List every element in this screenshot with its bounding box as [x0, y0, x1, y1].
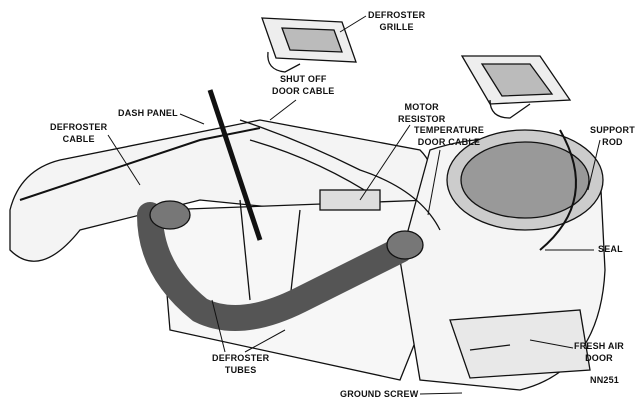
label-fresh-air-door: FRESH AIR DOOR	[574, 340, 624, 364]
label-line: SUPPORT	[590, 125, 635, 135]
label-defroster-tubes: DEFROSTER TUBES	[212, 352, 269, 376]
defroster-tube-left	[137, 200, 424, 331]
label-line: ROD	[602, 137, 623, 147]
label-line: DEFROSTER	[368, 10, 426, 20]
label-line: TEMPERATURE	[414, 125, 485, 135]
label-line: SHUT OFF	[279, 74, 327, 84]
defroster-grille-right	[460, 55, 572, 119]
label-line: DEFROSTER	[212, 353, 270, 363]
label-defroster-grille: DEFROSTER GRILLE	[368, 9, 425, 33]
label-defroster-cable: DEFROSTER CABLE	[50, 121, 107, 145]
label-line: DOOR CABLE	[417, 137, 481, 147]
label-seal: SEAL	[598, 244, 623, 254]
label-shut-off-door-cable: SHUT OFF DOOR CABLE	[272, 73, 335, 97]
label-ground-screw: GROUND SCREW	[340, 389, 419, 399]
label-line: TUBES	[224, 365, 257, 375]
control-cables	[207, 89, 441, 241]
label-line: GRILLE	[379, 22, 414, 32]
blower-housing	[399, 129, 606, 391]
defroster-grille-left	[261, 17, 357, 73]
label-line: DOOR	[585, 353, 613, 363]
label-temperature-door-cable: TEMPERATURE DOOR CABLE	[414, 124, 484, 148]
label-line: DOOR CABLE	[272, 86, 335, 96]
leader-lines	[107, 15, 601, 395]
label-motor-resistor: MOTOR RESISTOR	[398, 101, 445, 125]
label-support-rod: SUPPORT ROD	[590, 124, 635, 148]
label-line: CABLE	[62, 134, 95, 144]
label-line: DEFROSTER	[50, 122, 108, 132]
label-line: RESISTOR	[398, 114, 446, 124]
figure-code: NN251	[590, 375, 620, 385]
label-dash-panel: DASH PANEL	[118, 108, 178, 118]
label-line: MOTOR	[404, 102, 439, 112]
label-line: FRESH AIR	[574, 341, 624, 351]
